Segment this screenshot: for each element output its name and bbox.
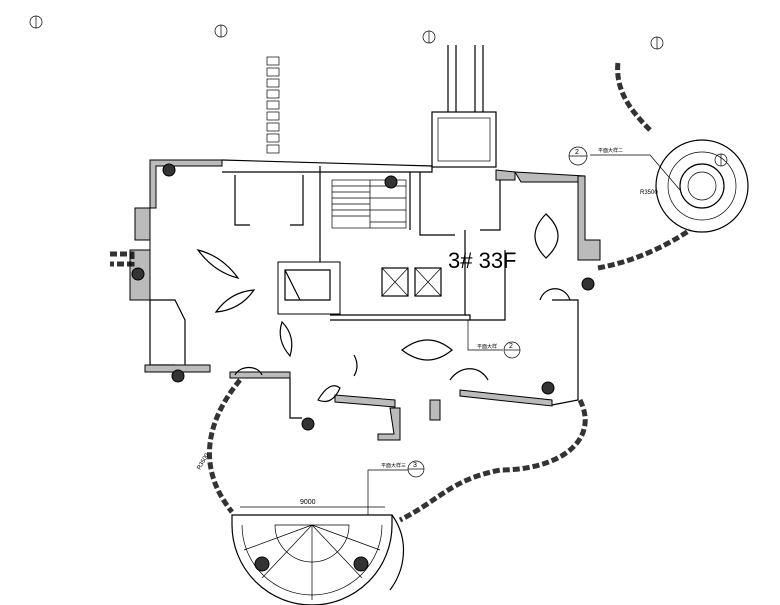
callout-3: 3 平面大样三 — [367, 460, 425, 515]
dimension-radius-right: R3500 — [640, 190, 658, 196]
bottom-pavilion — [231, 506, 404, 605]
round-pavilion — [590, 139, 749, 233]
top-structures — [266, 45, 497, 168]
stair-and-elevators — [277, 179, 442, 315]
callout-1: 2 平面大样二 — [568, 146, 623, 166]
paving-paths — [110, 61, 692, 523]
svg-text:3: 3 — [413, 462, 417, 469]
svg-text:平面大样三: 平面大样三 — [381, 462, 406, 469]
svg-text:2: 2 — [509, 343, 513, 350]
callout-2: 2 平面大样 — [467, 320, 521, 359]
plan-title: 3# 33F — [448, 248, 517, 273]
building-walls — [129, 159, 601, 441]
annotations: 3# 33F 9000 R3500 R3500 2 平面大样二 2 平面大样 3… — [197, 146, 658, 515]
svg-text:2: 2 — [575, 149, 579, 156]
columns — [131, 163, 595, 572]
dimension-width: 9000 — [300, 499, 316, 506]
planters — [196, 213, 559, 403]
axis-markers — [29, 15, 728, 167]
svg-text:平面大样二: 平面大样二 — [598, 147, 623, 154]
svg-text:平面大样: 平面大样 — [477, 343, 497, 350]
